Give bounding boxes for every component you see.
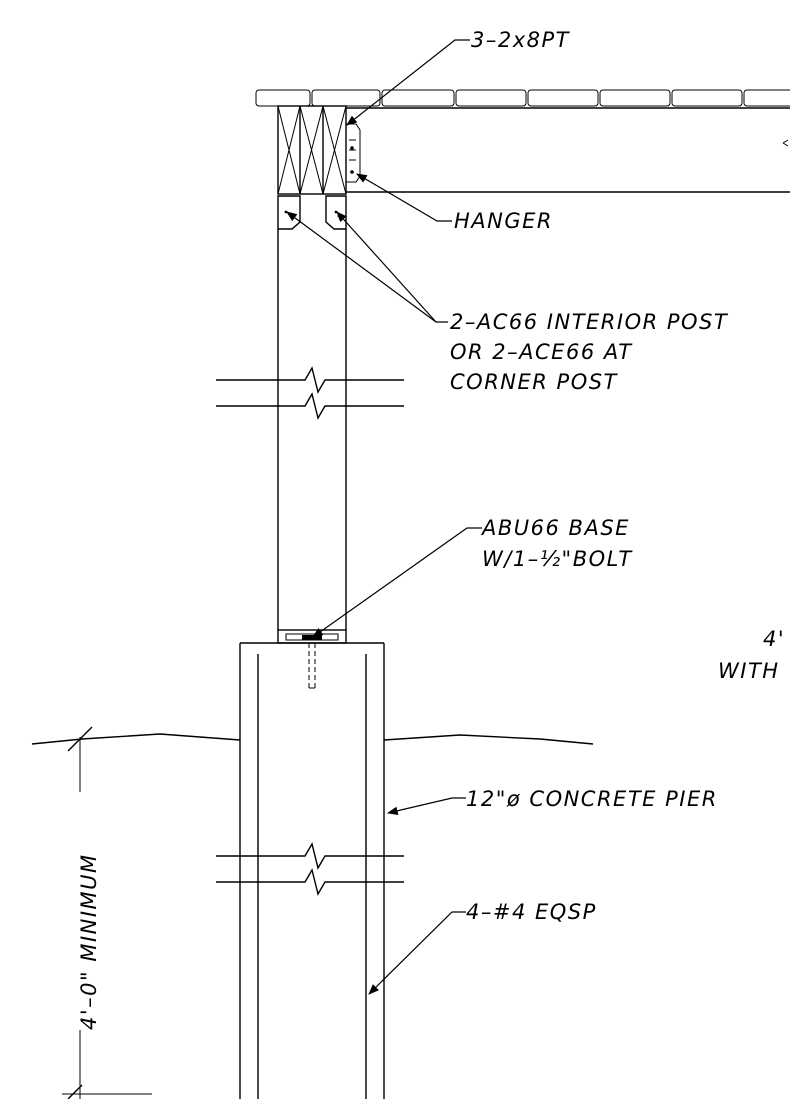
base-callout (312, 527, 482, 638)
joist-hanger (346, 123, 361, 183)
deck-boards (255, 89, 790, 107)
post-base (277, 629, 347, 689)
rebar-lines (257, 654, 367, 1099)
pier-label: 12"ø CONCRETE PIER (466, 787, 718, 811)
post-cap-label-line1: 2–AC66 INTERIOR POST (450, 310, 729, 334)
post-cap-callout (286, 211, 448, 323)
pier-callout (386, 797, 466, 815)
beam-3-2x8 (277, 105, 347, 195)
base-label-line1: ABU66 BASE (480, 516, 630, 540)
cut-off-text-2: WITH (718, 659, 780, 683)
depth-dimension (62, 726, 152, 1099)
beam-callout (346, 39, 470, 126)
base-label-line2: W/1–½"BOLT (482, 547, 633, 571)
joist (346, 107, 790, 193)
post-cap-label-line3: CORNER POST (450, 370, 619, 394)
pier-break-line (216, 842, 404, 896)
depth-dimension-label: 4'–0" MINIMUM (77, 853, 101, 1030)
post-6x6 (277, 229, 347, 630)
concrete-pier (239, 642, 385, 1099)
grade-line (31, 733, 594, 745)
hanger-callout (356, 173, 452, 222)
post-break-line (216, 366, 404, 420)
post-cap-label-line2: OR 2–ACE66 AT (450, 340, 633, 364)
beam-label: 3–2x8PT (471, 28, 571, 52)
cut-off-text-1: 4' (763, 627, 785, 651)
rebar-callout (368, 911, 466, 995)
hanger-label: HANGER (454, 209, 553, 233)
rebar-label: 4–#4 EQSP (466, 900, 597, 924)
